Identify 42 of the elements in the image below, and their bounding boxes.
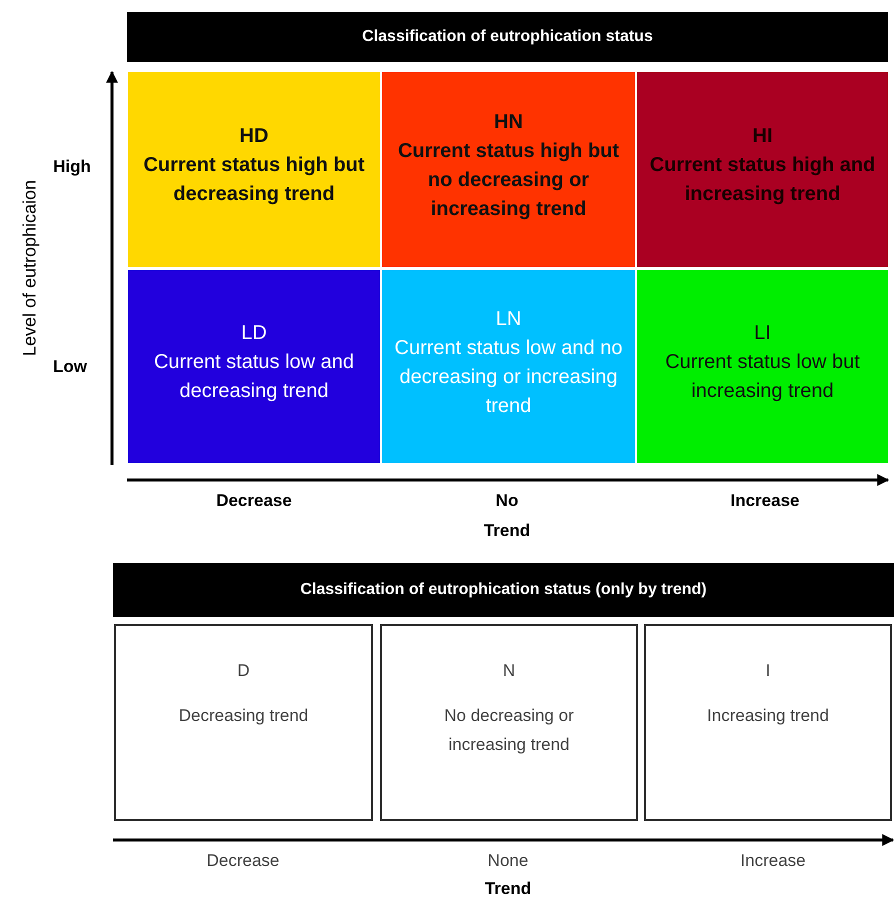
trend-box: [380, 624, 638, 821]
axis-title: Trend: [484, 521, 530, 541]
trend-box: [644, 624, 892, 821]
title-bar: [127, 12, 888, 62]
axis-title: Level of eutrophicaion: [20, 180, 40, 356]
trend-code: N: [502, 660, 516, 682]
status-code: LD: [241, 321, 267, 346]
status-cell: [382, 72, 635, 267]
level-label: High: [53, 157, 91, 177]
trend-label: Decrease: [216, 491, 292, 511]
status-code: HI: [752, 124, 772, 149]
status-description: Current status low and decreasing trend: [152, 350, 356, 404]
trend-label: Decrease: [206, 851, 280, 871]
trend-label: Increase: [730, 491, 800, 511]
level-label: Low: [53, 357, 87, 377]
status-description: Current status high but decreasing trend: [142, 153, 366, 207]
trend-code: D: [237, 660, 250, 682]
trend-box: [114, 624, 373, 821]
status-cell: [382, 270, 635, 463]
status-cell: [128, 270, 380, 463]
axis-title: Trend: [484, 879, 532, 899]
trend-description: No decreasing or increasing trend: [443, 705, 575, 756]
title-text: Classification of eutrophication status: [362, 28, 653, 46]
status-description: Current status low and no decreasing or increasing trend: [394, 336, 622, 418]
trend-label: None: [488, 851, 528, 871]
trend-code: I: [766, 660, 770, 682]
status-cell: [637, 270, 888, 463]
trend-description: Decreasing trend: [178, 705, 308, 727]
status-cell: [128, 72, 380, 267]
trend-label: Increase: [740, 851, 806, 871]
status-code: HN: [494, 110, 523, 134]
status-cell: [637, 72, 888, 267]
title-text: Classification of eutrophication status (only by trend): [300, 581, 707, 599]
status-description: Current status high and increasing trend: [648, 153, 876, 207]
title-bar: [113, 563, 894, 617]
status-code: LI: [754, 321, 771, 346]
status-code: LN: [496, 306, 522, 332]
trend-label: No: [496, 491, 518, 511]
status-description: Current status high but no decreasing or increasing trend: [396, 138, 620, 222]
trend-description: Increasing trend: [707, 705, 829, 727]
status-code: HD: [240, 124, 268, 149]
status-description: Current status low but increasing trend: [664, 350, 861, 404]
